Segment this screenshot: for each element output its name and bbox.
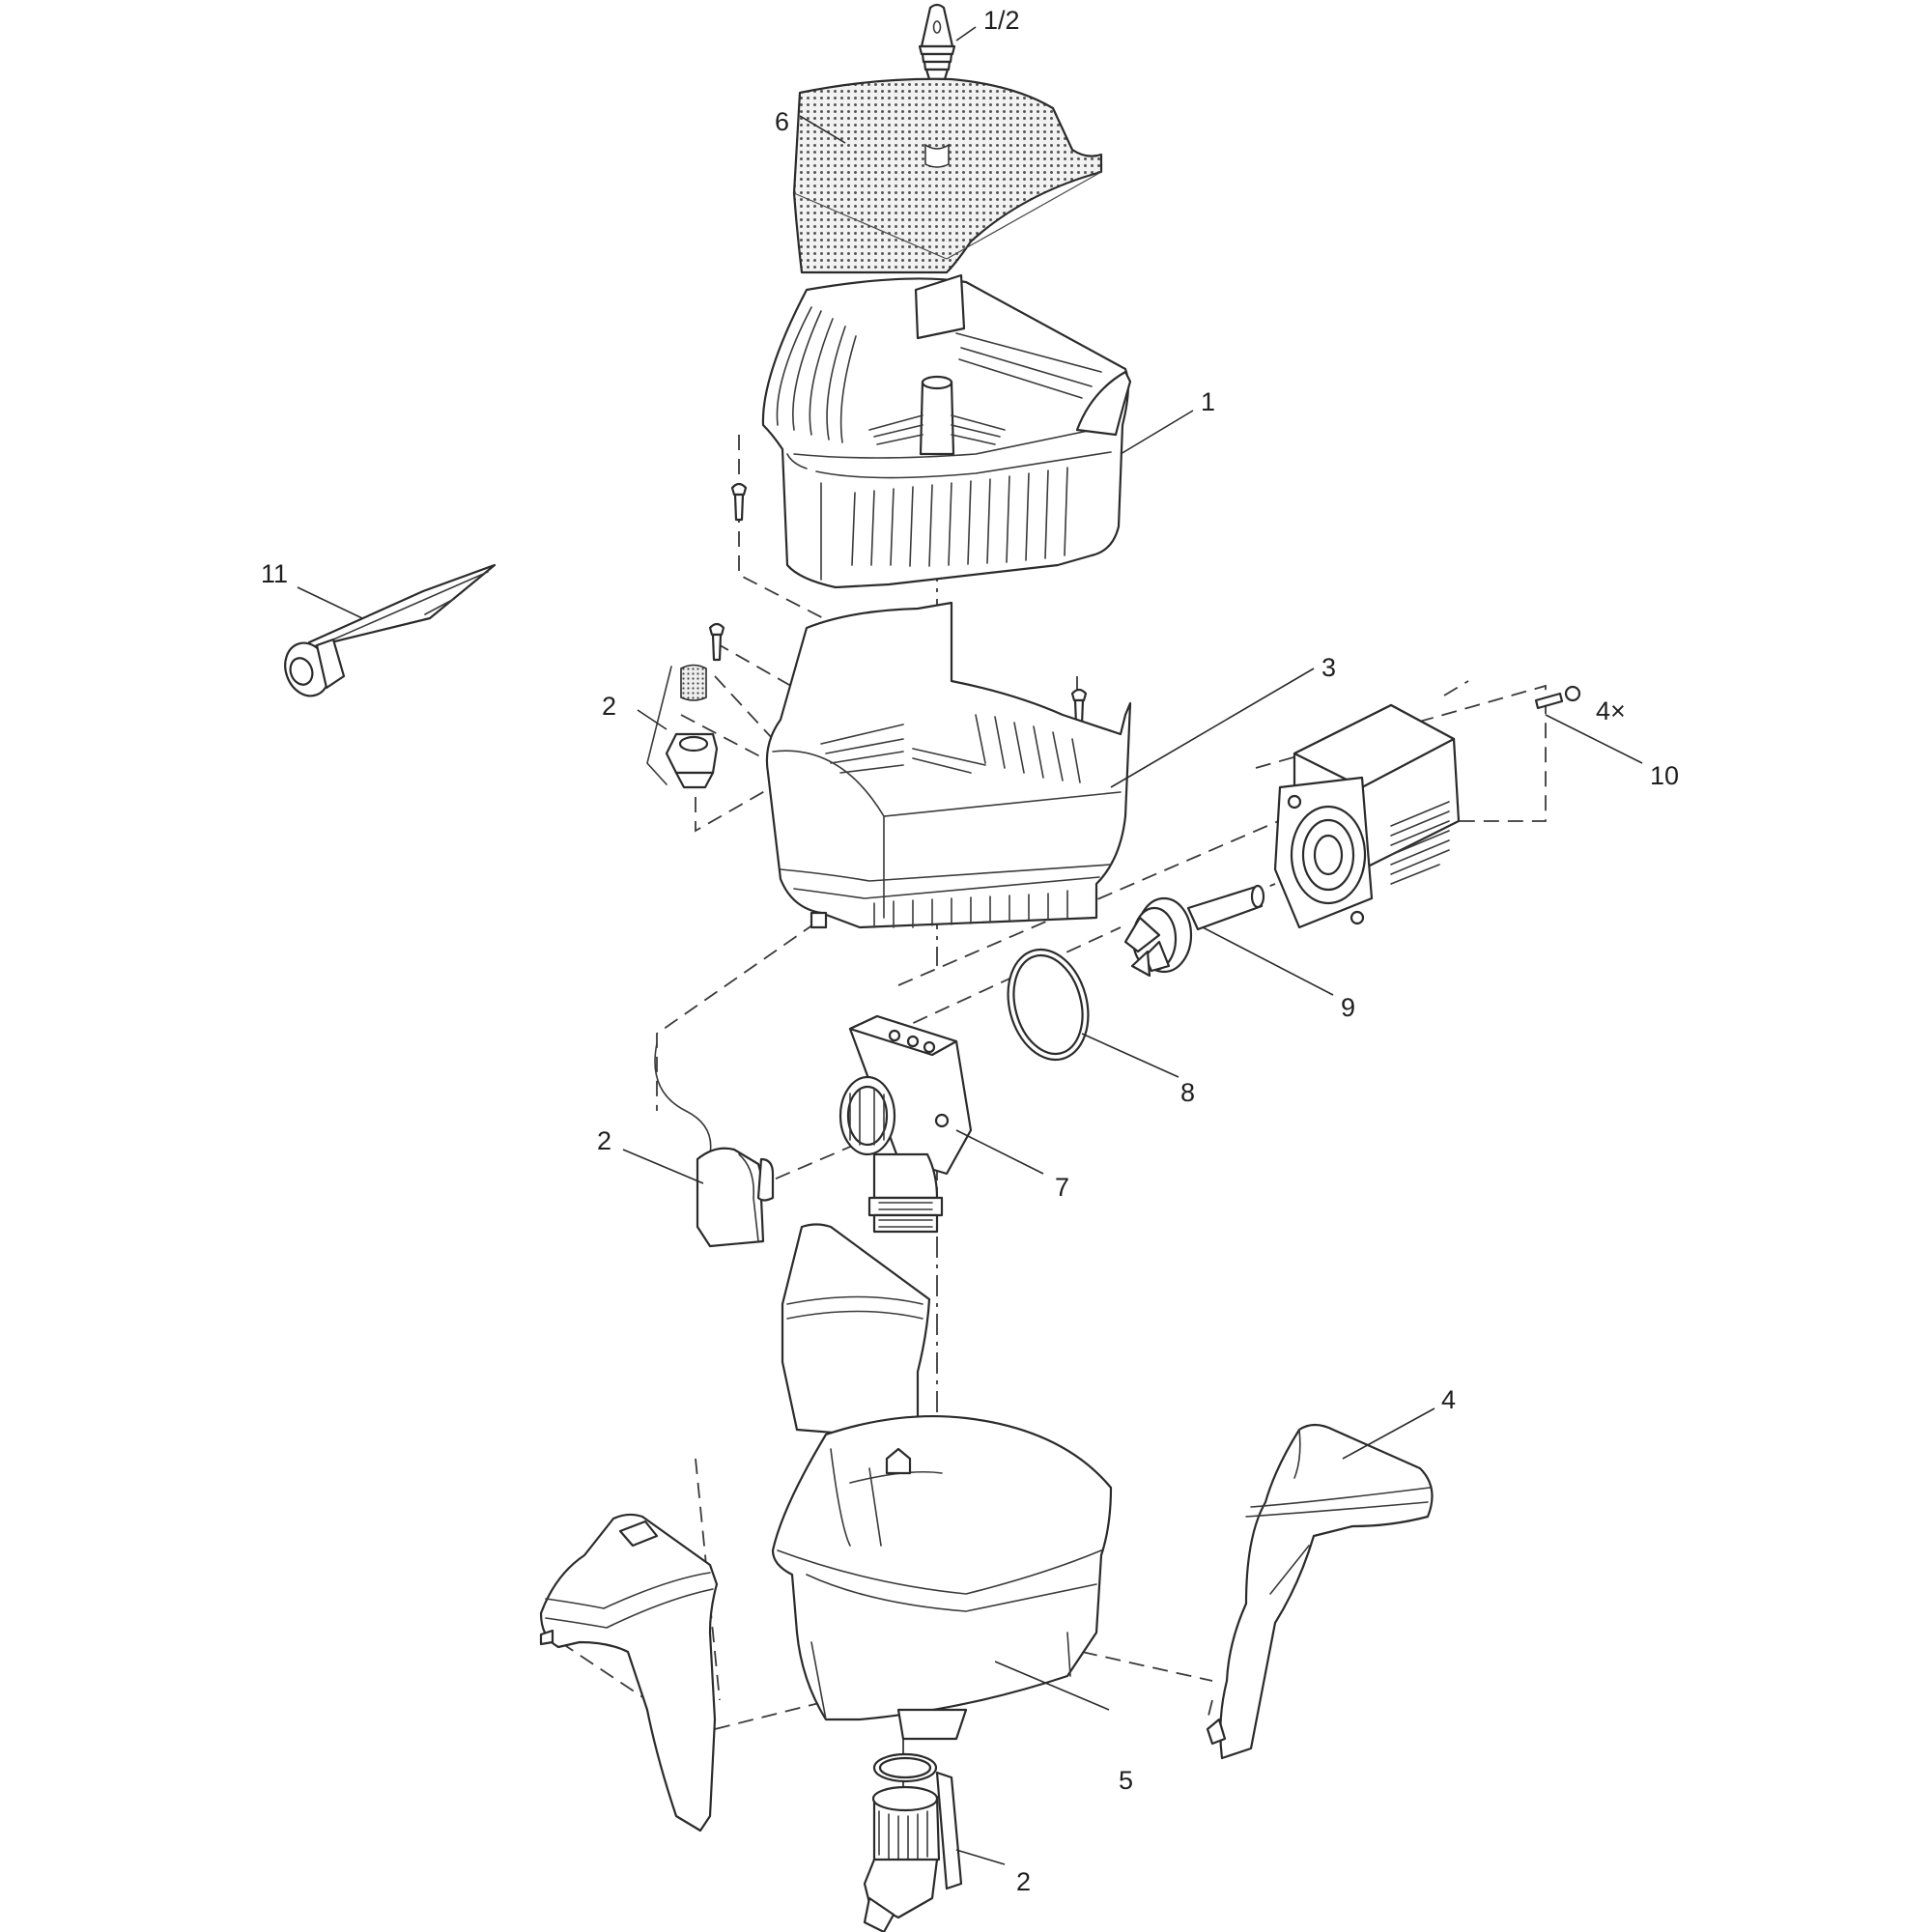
leader-lines	[297, 26, 1643, 1865]
callout-5: 5	[1119, 1766, 1133, 1795]
callout-2-cartridge: 2	[602, 692, 616, 721]
callout-10: 10	[1650, 761, 1679, 790]
callout-2-outlet: 2	[1016, 1867, 1031, 1896]
o-ring-part	[1007, 948, 1090, 1062]
side-cover-right-part	[1206, 1423, 1434, 1760]
callout-8: 8	[1180, 1078, 1195, 1107]
float-switch-part	[654, 1042, 775, 1248]
callout-1-2: 1/2	[983, 6, 1020, 35]
callout-6: 6	[775, 107, 789, 136]
side-cover-left-part	[539, 1513, 719, 1833]
callout-1: 1	[1201, 387, 1215, 416]
nozzle-tip-part	[918, 3, 956, 81]
lower-housing-part	[771, 1414, 1113, 1741]
callout-2-float-switch: 2	[597, 1126, 611, 1155]
callout-3: 3	[1321, 653, 1336, 682]
impeller-part	[1123, 884, 1265, 978]
callouts: 1/2 6 1 11 2 3 4× 10 9 8 2 7 4 5 2	[261, 6, 1679, 1896]
middle-housing-part	[765, 601, 1132, 929]
callout-7: 7	[1055, 1173, 1069, 1202]
motor-block-part	[1273, 703, 1461, 929]
callout-11: 11	[261, 559, 288, 588]
small-screw-part	[1534, 685, 1581, 710]
upper-shroud-part	[781, 1223, 931, 1441]
pump-housing-part	[838, 1014, 973, 1234]
callout-9: 9	[1341, 993, 1355, 1022]
ground-spike-part	[284, 563, 497, 697]
callout-4: 4	[1441, 1385, 1456, 1414]
bottom-outlet-part	[863, 1752, 963, 1932]
callout-4x: 4×	[1596, 696, 1626, 725]
upper-basket-part	[761, 273, 1132, 589]
mesh-cartridge-part	[646, 664, 719, 789]
screws	[708, 482, 1088, 726]
foam-filter-part	[792, 77, 1103, 274]
